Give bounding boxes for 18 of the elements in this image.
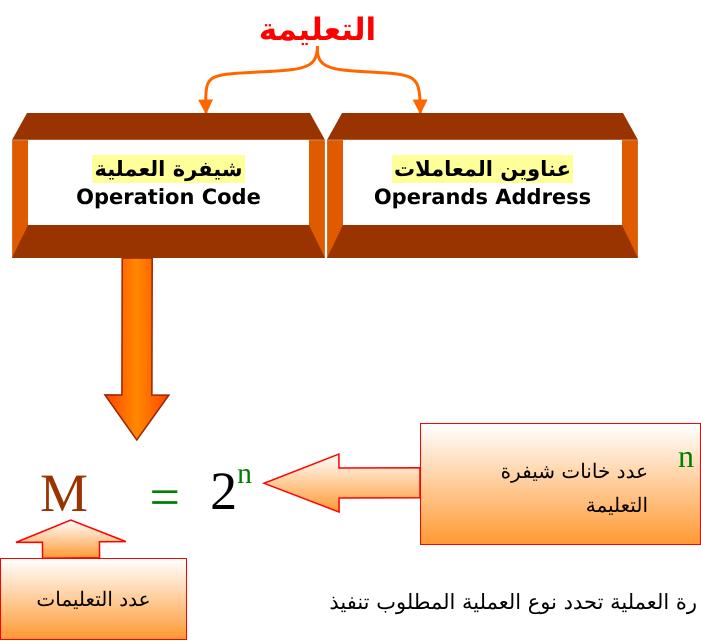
callout-box — [420, 423, 701, 545]
callout-text: عدد خانات شيفرة التعليمة — [500, 458, 648, 519]
arrow — [316, 46, 428, 114]
power-expression: 2$^{n}$ — [210, 464, 252, 518]
block-arrow — [15, 519, 127, 559]
arabic-field-name: شيفرة العملية — [92, 154, 244, 182]
title-text: التعليمة — [258, 15, 376, 46]
block-arrow — [103, 257, 170, 442]
variable-m: M — [40, 466, 88, 520]
callout-box — [0, 558, 187, 640]
field-name: Operation Code — [75, 184, 262, 210]
arabic-field-name: عناوين المعاملات — [392, 154, 573, 182]
callout-text: عدد التعليمات — [36, 587, 151, 611]
equals-sign: = — [148, 470, 180, 524]
description-text: رة العملية تحدد نوع العملية المطلوب تنفيذ — [328, 592, 697, 613]
block-arrow — [262, 452, 421, 514]
variable-n: n — [678, 438, 694, 475]
field-name: Operands Address — [372, 184, 592, 210]
